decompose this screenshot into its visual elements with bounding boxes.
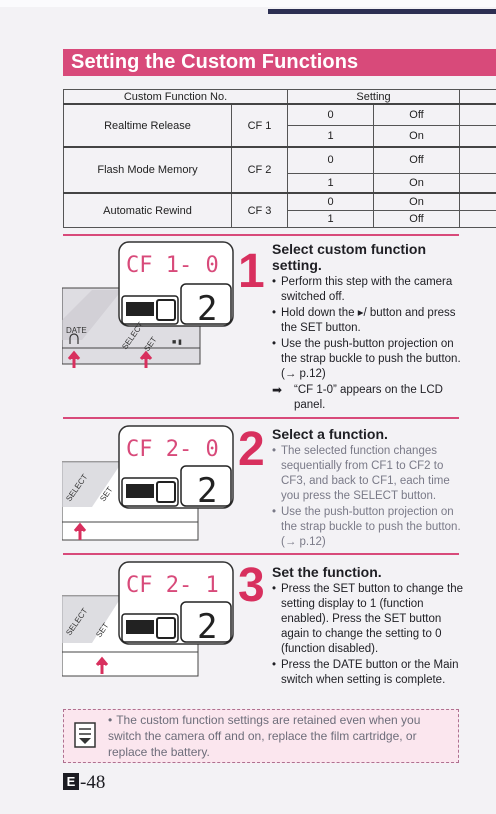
setting-value: 0	[287, 192, 375, 211]
page-top-edge	[0, 0, 496, 7]
table-row: Realtime Release CF 1 0 Off	[63, 103, 496, 148]
list-item: •Perform this step with the camera switc…	[272, 276, 453, 303]
table-row: 1 Off	[64, 210, 496, 228]
lcd-readout: CF 1- 0	[126, 253, 219, 278]
press-arrow-icon	[95, 656, 109, 674]
setting-value: 0	[287, 103, 375, 126]
function-name: Flash Mode Memory	[63, 146, 232, 194]
step-number: 2	[238, 423, 265, 476]
press-arrow-icon	[73, 522, 87, 540]
function-code: CF 3	[230, 192, 289, 228]
setting-state: Off	[373, 103, 461, 126]
setting-value: 1	[287, 172, 375, 194]
date-label: DATE	[66, 326, 87, 335]
lcd-digit: 2	[197, 471, 217, 511]
step-number: 3	[238, 559, 265, 612]
step-title: Select custom function setting.	[272, 241, 427, 273]
list-item: •Press the DATE button or the Main switc…	[272, 659, 459, 686]
custom-function-table: Custom Function No. Setting Realtime Rel…	[62, 89, 496, 228]
function-code: CF 1	[230, 103, 289, 148]
function-name: Realtime Release	[63, 103, 232, 148]
table-row: Automatic Rewind CF 3 0 On	[63, 192, 496, 228]
step-title: Select a function.	[272, 426, 388, 442]
press-arrow-icon	[67, 350, 81, 368]
result-arrow-icon: ➡	[272, 383, 283, 397]
header-extra	[459, 89, 496, 105]
camera-illustration-step3: CF 2- 1 2 SELECT SET	[62, 561, 234, 677]
film-cartridge-icon	[126, 620, 154, 634]
table-header: Custom Function No. Setting	[62, 89, 496, 105]
setting-state: Off	[373, 210, 461, 228]
list-item: •Press the SET button to change the sett…	[272, 583, 463, 655]
section-divider	[63, 417, 459, 419]
camera-illustration-step1: CF 1- 0 2 DATE SELECT SET ■ ▮	[62, 241, 234, 368]
setting-state: Off	[373, 145, 461, 174]
step-number: 1	[238, 245, 265, 298]
memo-icon	[74, 722, 96, 748]
note-text: •The custom function settings are retain…	[108, 713, 421, 759]
lcd-readout: CF 2- 0	[126, 437, 219, 462]
page-title: Setting the Custom Functions	[63, 49, 496, 76]
top-rule	[268, 9, 496, 14]
camera-illustration-step2: CF 2- 0 2 SELECT SET	[62, 425, 234, 541]
language-badge: E	[63, 773, 79, 790]
function-code: CF 2	[230, 146, 289, 194]
lcd-digit: 2	[197, 607, 217, 647]
table-row: Flash Mode Memory CF 2 0 Off	[63, 145, 496, 194]
section-divider	[63, 553, 459, 555]
table-row: 1 On	[64, 125, 496, 148]
setting-state: On	[373, 192, 461, 211]
list-item: •Use the push-button projection on the s…	[272, 338, 461, 380]
setting-value: 0	[287, 145, 375, 174]
step-3-text: Set the function. •Press the SET button …	[272, 564, 466, 689]
function-name: Automatic Rewind	[63, 192, 232, 228]
page-number: E-48	[63, 772, 105, 794]
setting-state: On	[373, 125, 461, 148]
list-item: •Hold down the ▸/ button and press the S…	[272, 307, 456, 334]
result-item: ➡“CF 1-0” appears on the LCD panel.	[272, 383, 443, 411]
step-title: Set the function.	[272, 564, 382, 580]
note-box: •The custom function settings are retain…	[63, 709, 459, 763]
lcd-readout: CF 2- 1	[126, 573, 219, 598]
table-row: 1 On	[64, 172, 496, 194]
setting-value: 1	[287, 125, 375, 148]
section-divider	[63, 234, 459, 236]
setting-state: On	[373, 172, 461, 194]
battery-label-icon: ■ ▮	[172, 339, 182, 346]
step-1-text: Select custom function setting. •Perform…	[272, 241, 466, 414]
list-item: •The selected function changes sequentia…	[272, 445, 450, 502]
film-cartridge-icon	[126, 302, 154, 316]
film-cartridge-icon	[126, 484, 154, 498]
header-setting: Setting	[287, 89, 461, 105]
setting-value: 1	[287, 210, 375, 228]
step-2-text: Select a function. •The selected functio…	[272, 426, 466, 551]
list-item: •Use the push-button projection on the s…	[272, 506, 461, 548]
header-function-no: Custom Function No.	[62, 89, 289, 105]
press-arrow-icon	[139, 350, 153, 368]
lcd-digit: 2	[197, 289, 217, 329]
